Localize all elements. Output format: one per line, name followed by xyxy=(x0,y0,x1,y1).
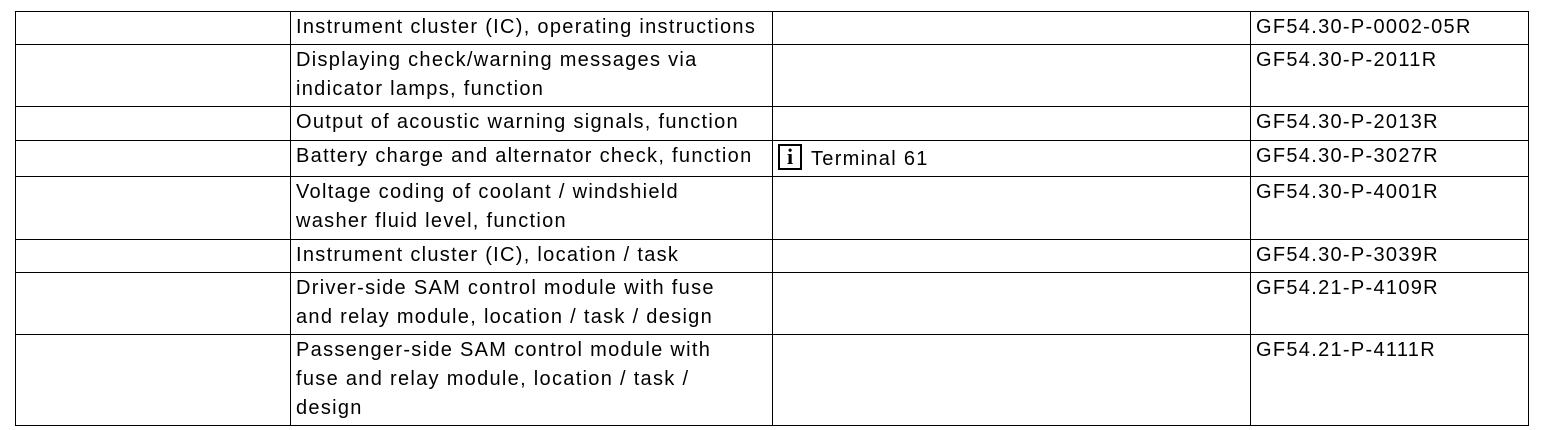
description-cell: Displaying check/warning messages via in… xyxy=(290,44,773,107)
document-code-cell: GF54.21-P-4109R xyxy=(1250,272,1529,335)
document-code-cell: GF54.30-P-3027R xyxy=(1250,140,1529,177)
note-cell xyxy=(772,334,1251,426)
row-label-cell xyxy=(15,140,291,177)
description-cell: Output of acoustic warning signals, func… xyxy=(290,106,773,141)
table-row: Output of acoustic warning signals, func… xyxy=(15,106,1529,141)
note-text: Terminal 61 xyxy=(811,148,929,170)
row-label-cell xyxy=(15,239,291,273)
table-row: Passenger-side SAM control module with f… xyxy=(15,334,1529,426)
description-cell: Driver-side SAM control module with fuse… xyxy=(290,272,773,335)
row-label-cell xyxy=(15,106,291,141)
note-cell xyxy=(772,239,1251,273)
note-cell: i Terminal 61 xyxy=(772,140,1251,177)
table-row: Voltage coding of coolant / windshield w… xyxy=(15,176,1529,240)
info-icon: i xyxy=(778,144,802,170)
note-cell xyxy=(772,11,1251,45)
note-cell xyxy=(772,106,1251,141)
description-cell: Passenger-side SAM control module with f… xyxy=(290,334,773,426)
document-code-cell: GF54.21-P-4111R xyxy=(1250,334,1529,426)
table-row: Displaying check/warning messages via in… xyxy=(15,44,1529,107)
description-cell: Instrument cluster (IC), operating instr… xyxy=(290,11,773,45)
table-row: Driver-side SAM control module with fuse… xyxy=(15,272,1529,335)
note-cell xyxy=(772,272,1251,335)
table-row: Instrument cluster (IC), operating instr… xyxy=(15,11,1529,45)
document-code-cell: GF54.30-P-2013R xyxy=(1250,106,1529,141)
note-cell xyxy=(772,44,1251,107)
row-label-cell xyxy=(15,44,291,107)
document-code-cell: GF54.30-P-3039R xyxy=(1250,239,1529,273)
table-row: Battery charge and alternator check, fun… xyxy=(15,140,1529,177)
table-row: Instrument cluster (IC), location / task… xyxy=(15,239,1529,273)
row-label-cell xyxy=(15,334,291,426)
row-label-cell xyxy=(15,272,291,335)
description-cell: Instrument cluster (IC), location / task xyxy=(290,239,773,273)
document-reference-table: Instrument cluster (IC), operating instr… xyxy=(15,11,1529,426)
note-cell xyxy=(772,176,1251,240)
row-label-cell xyxy=(15,176,291,240)
row-label-cell xyxy=(15,11,291,45)
document-code-cell: GF54.30-P-2011R xyxy=(1250,44,1529,107)
document-code-cell: GF54.30-P-4001R xyxy=(1250,176,1529,240)
description-cell: Voltage coding of coolant / windshield w… xyxy=(290,176,773,240)
document-code-cell: GF54.30-P-0002-05R xyxy=(1250,11,1529,45)
description-cell: Battery charge and alternator check, fun… xyxy=(290,140,773,177)
